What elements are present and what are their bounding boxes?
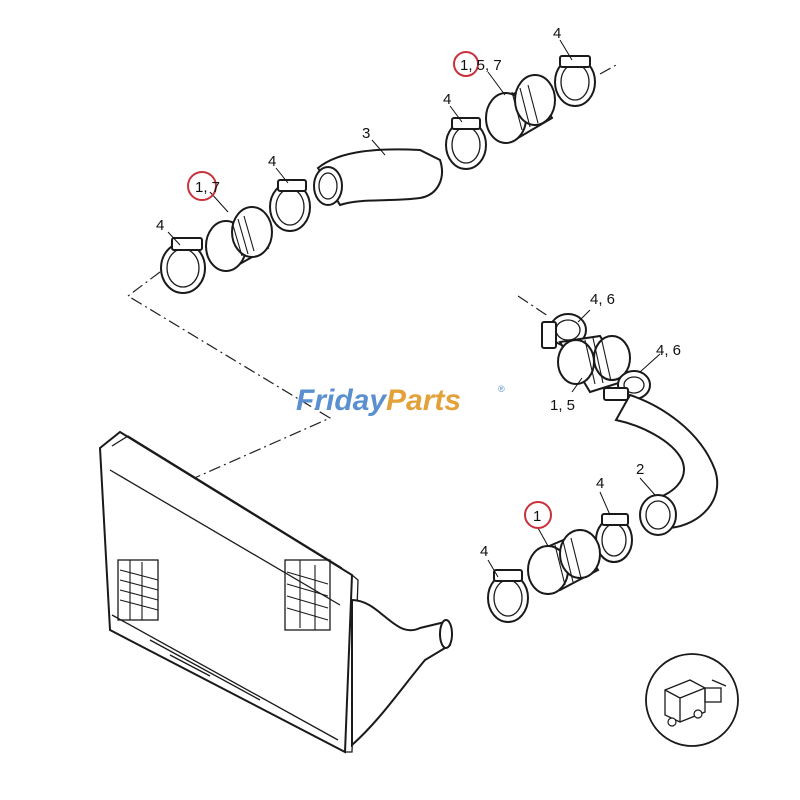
routing-line-right xyxy=(517,295,549,317)
watermark-brand-a: Friday xyxy=(296,384,387,417)
coupler-lower xyxy=(527,529,601,595)
callout-4-top-mid: 4 xyxy=(443,91,451,108)
clamp-left-mid xyxy=(269,179,311,232)
highlight-left-upper xyxy=(187,171,217,201)
callout-4-6-mid: 4, 6 xyxy=(656,342,681,359)
watermark-logo: FridayParts xyxy=(296,384,461,417)
callout-4-left-a: 4 xyxy=(156,217,164,234)
highlight-marks xyxy=(187,51,552,529)
callout-4-left-b: 4 xyxy=(268,153,276,170)
watermark-registered-mark: ® xyxy=(498,384,505,394)
callout-1-7: 1, 7 xyxy=(195,179,220,196)
routing-line-upper-right xyxy=(599,63,619,75)
highlight-lower xyxy=(524,501,552,529)
callout-4-top-right: 4 xyxy=(553,25,561,42)
callout-1: 1 xyxy=(533,508,541,525)
hose-2 xyxy=(614,393,719,536)
clamp-right-mid xyxy=(603,370,651,401)
clamp-top-right xyxy=(554,55,596,107)
coupler-left-upper xyxy=(205,206,273,272)
leader-lines xyxy=(167,39,661,578)
truck-locator-icon xyxy=(645,653,739,747)
clamp-left-upper xyxy=(160,237,206,294)
callout-4-6-top: 4, 6 xyxy=(590,291,615,308)
callout-4-lower-left: 4 xyxy=(480,543,488,560)
callout-1-5-7: 1, 5, 7 xyxy=(460,57,502,74)
coupler-top-right xyxy=(485,74,556,144)
callout-3: 3 xyxy=(362,125,370,142)
routing-line-left xyxy=(126,271,332,481)
clamp-top-mid xyxy=(445,117,487,170)
callout-4-lower-right: 4 xyxy=(596,475,604,492)
callout-1-5: 1, 5 xyxy=(550,397,575,414)
coupler-right xyxy=(557,334,631,394)
charge-air-cooler xyxy=(98,430,453,754)
hose-3 xyxy=(313,148,443,207)
callout-2: 2 xyxy=(636,461,644,478)
watermark-brand-b: Parts xyxy=(386,384,461,417)
clamp-right-top xyxy=(541,313,587,349)
clamp-lower-left xyxy=(487,569,529,623)
highlight-top-right xyxy=(453,51,479,77)
clamp-lower-right xyxy=(595,513,633,563)
